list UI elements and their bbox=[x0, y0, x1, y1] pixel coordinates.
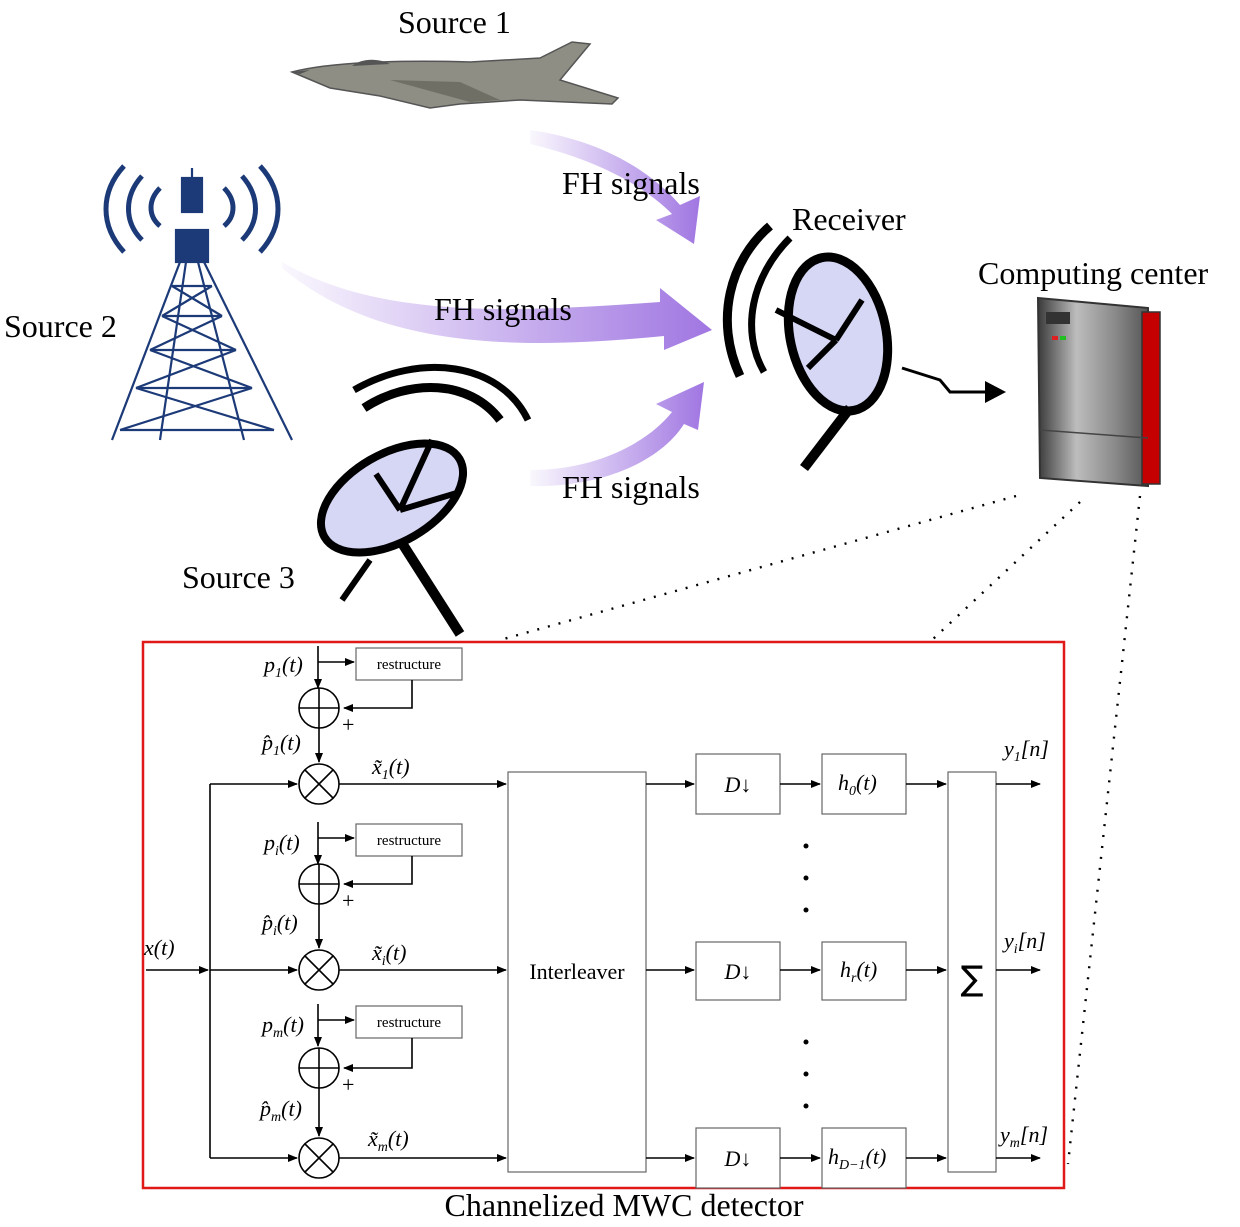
zoom-lines bbox=[499, 494, 1142, 1165]
downsample-label-2: D↓ bbox=[724, 959, 752, 984]
fh-label-1: FH signals bbox=[562, 165, 700, 201]
output-label-2: yi[n] bbox=[1002, 928, 1046, 957]
x-label-1: x̃1(t) bbox=[371, 754, 410, 783]
source2-label: Source 2 bbox=[4, 308, 117, 344]
branch-1: restructure + p1(t) p̂1(t) x̃1(t) bbox=[210, 646, 507, 805]
fh-arrow-1 bbox=[530, 130, 700, 244]
x-label-2: x̃i(t) bbox=[371, 940, 406, 969]
downsample-box-1 bbox=[695, 753, 781, 815]
phat-label-2: p̂i(t) bbox=[260, 910, 298, 939]
p-label-2: pi(t) bbox=[262, 830, 300, 859]
downsample-label-1: D↓ bbox=[724, 772, 752, 797]
plus-2: + bbox=[342, 888, 354, 913]
p-label-3: pm(t) bbox=[260, 1012, 304, 1041]
sum-symbol: ∑ bbox=[961, 959, 984, 999]
phat-label-3: p̂m(t) bbox=[258, 1096, 302, 1125]
ellipsis-dots bbox=[803, 843, 809, 1109]
downsample-box-3 bbox=[695, 1127, 781, 1189]
detector-frame bbox=[141, 640, 1066, 1190]
plus-1: + bbox=[342, 712, 354, 737]
channel-D-1: D↓ hD−1(t) bbox=[646, 1127, 947, 1189]
downsample-label-3: D↓ bbox=[724, 1146, 752, 1171]
jet-icon bbox=[289, 41, 620, 109]
restructure-label-3: restructure bbox=[377, 1015, 441, 1031]
receiver-dish-icon bbox=[722, 222, 1006, 472]
fh-arrow-2 bbox=[282, 262, 712, 350]
fh-label-2: FH signals bbox=[434, 291, 572, 327]
filter-label-1: h0(t) bbox=[838, 770, 877, 799]
restructure-box-3 bbox=[355, 1005, 463, 1039]
output-label-3: ym[n] bbox=[998, 1122, 1048, 1151]
restructure-box-2 bbox=[355, 823, 463, 857]
x-label-3: x̃m(t) bbox=[367, 1126, 409, 1155]
fh-arrow-3 bbox=[530, 382, 704, 487]
phat-label-1: p̂1(t) bbox=[260, 730, 301, 759]
fh-label-3: FH signals bbox=[562, 469, 700, 505]
computing-center-label: Computing center bbox=[978, 255, 1209, 291]
fh-arrows bbox=[282, 130, 712, 487]
plus-3: + bbox=[342, 1072, 354, 1097]
input-label: x(t) bbox=[143, 935, 175, 960]
interleaver-label: Interleaver bbox=[529, 959, 625, 984]
satellite-dish-source-icon bbox=[316, 363, 532, 637]
branch-i: restructure + pi(t) p̂i(t) x̃i(t) bbox=[210, 822, 507, 991]
downsample-box-2 bbox=[695, 941, 781, 1001]
detector-block: x(t) restructure + p1(t) p̂1(t) x̃1(t) bbox=[143, 646, 1049, 1189]
filter-label-2: hr(t) bbox=[840, 957, 877, 986]
restructure-label-2: restructure bbox=[377, 833, 441, 849]
detector-caption: Channelized MWC detector bbox=[445, 1187, 804, 1223]
filter-label-3: hD−1(t) bbox=[828, 1144, 886, 1173]
restructure-label-1: restructure bbox=[377, 657, 441, 673]
channel-r: D↓ hr(t) bbox=[646, 941, 947, 1001]
interleaver-box bbox=[507, 771, 647, 1173]
server-icon bbox=[1036, 296, 1161, 488]
branch-m: restructure + pm(t) p̂m(t) x̃m(t) bbox=[210, 1004, 507, 1179]
p-label-1: p1(t) bbox=[262, 652, 303, 681]
restructure-box-1 bbox=[355, 647, 463, 681]
filter-box-2 bbox=[821, 941, 907, 1001]
output-label-1: y1[n] bbox=[1002, 736, 1049, 765]
sum-box bbox=[947, 771, 997, 1173]
channel-0: D↓ h0(t) bbox=[646, 753, 947, 815]
radio-tower-icon bbox=[103, 164, 293, 441]
source1-label: Source 1 bbox=[398, 4, 511, 40]
receiver-label: Receiver bbox=[792, 201, 906, 237]
filter-box-3 bbox=[821, 1127, 907, 1189]
source3-label: Source 3 bbox=[182, 559, 295, 595]
